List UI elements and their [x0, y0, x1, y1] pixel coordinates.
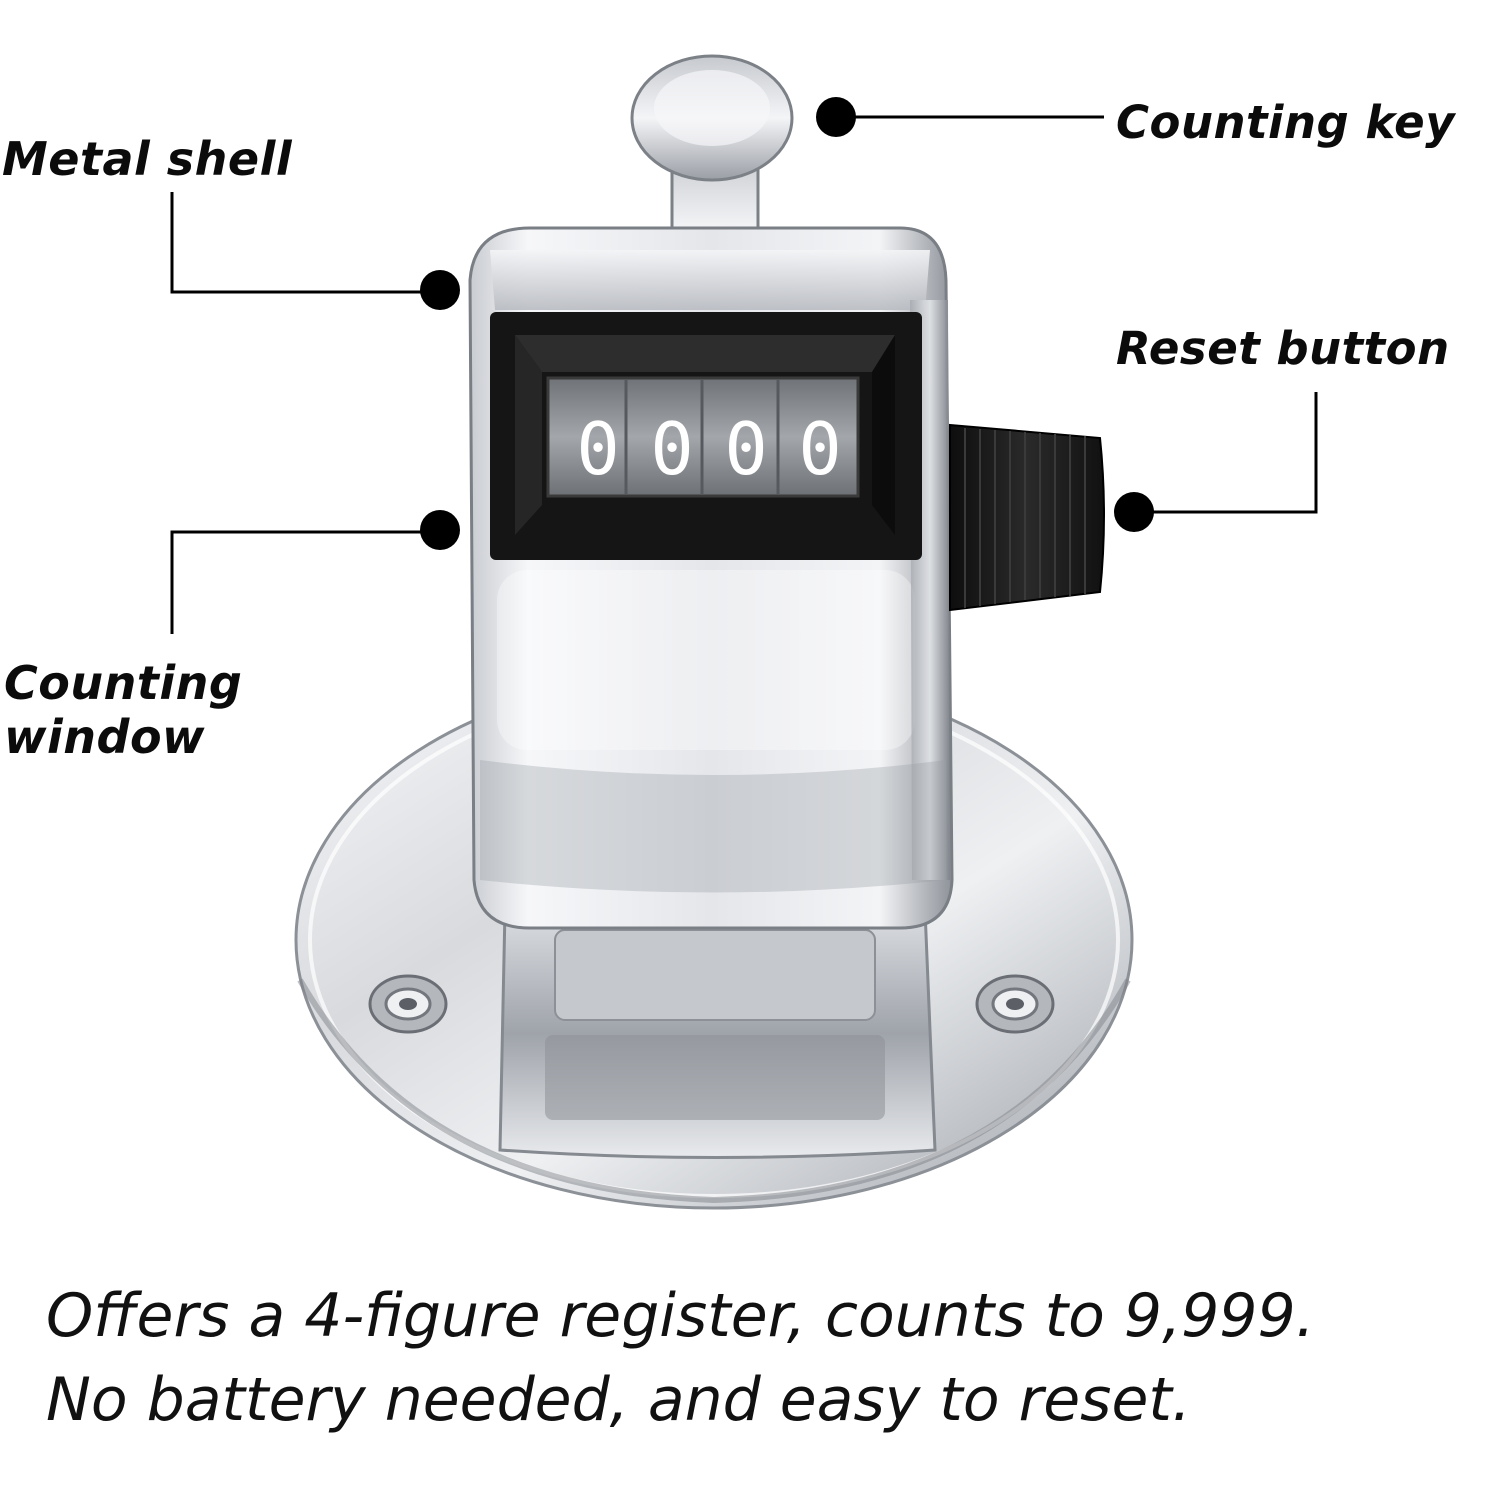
mount-block — [498, 908, 937, 1159]
digit-4: 0 — [798, 407, 841, 491]
callout-counting-window-line — [170, 510, 460, 634]
digit-2: 0 — [650, 407, 693, 491]
callout-counting-key-line — [816, 97, 1104, 137]
counting-window: 0 0 0 0 — [490, 312, 922, 560]
caption-line-1: Offers a 4-figure register, counts to 9,… — [46, 1281, 1315, 1351]
reset-button-label: Reset button — [1116, 322, 1450, 375]
counting-key-label: Counting key — [1116, 96, 1456, 149]
metal-shell-label: Metal shell — [2, 132, 293, 186]
caption-line-2: No battery needed, and easy to reset. — [46, 1365, 1191, 1435]
callout-reset-button-line — [1114, 392, 1318, 532]
digit-1: 0 — [576, 407, 619, 491]
screw-hole-right — [975, 974, 1055, 1034]
reset-knob-icon — [949, 423, 1105, 612]
digit-3: 0 — [724, 407, 767, 491]
counting-window-label: Counting window — [4, 656, 243, 764]
callout-metal-shell-line — [170, 192, 460, 310]
screw-hole-left — [368, 974, 448, 1034]
